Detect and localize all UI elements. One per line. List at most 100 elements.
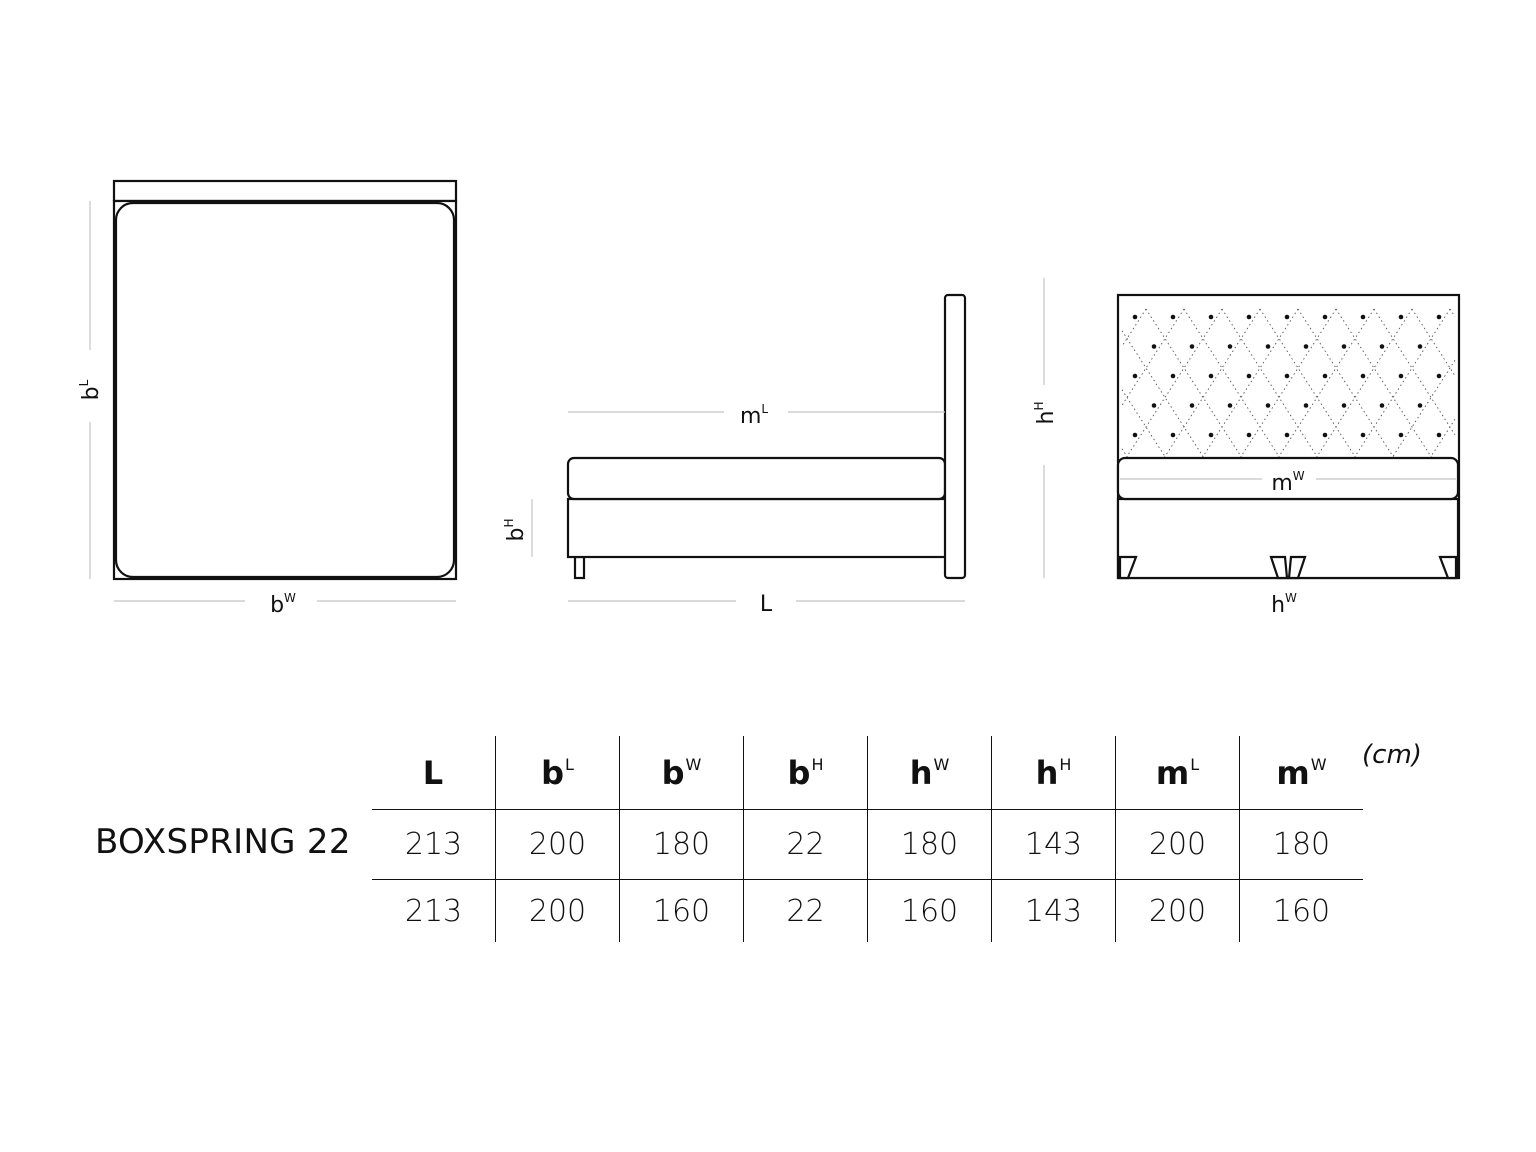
column-header-symbol: b <box>661 753 685 792</box>
tufting-button <box>1398 373 1404 379</box>
column-header: hW <box>867 736 992 810</box>
table-cell: 180 <box>619 809 744 880</box>
front-view-leg-center-left <box>1269 555 1289 580</box>
column-header-subscript: H <box>811 754 824 774</box>
column-header-symbol: m <box>1276 753 1310 792</box>
side-view-mattress <box>566 456 947 501</box>
tufting-button <box>1398 432 1404 438</box>
tufting-button <box>1246 373 1252 379</box>
tufting-button <box>1227 403 1233 408</box>
tufting-button <box>1151 403 1157 408</box>
table-cell: 143 <box>991 809 1116 880</box>
tufting-seam <box>1429 418 1456 459</box>
tufting-button <box>1189 344 1195 349</box>
table-cell: 213 <box>372 879 496 942</box>
table-cell: 22 <box>743 879 868 942</box>
column-header-subscript: L <box>564 754 574 774</box>
product-name: BOXSPRING 22 <box>95 822 351 862</box>
tufting-button <box>1170 432 1176 438</box>
column-header-subscript: W <box>1310 754 1327 774</box>
tufting-seam <box>1391 359 1456 459</box>
tufting-button <box>1398 314 1404 320</box>
side-view-leg <box>573 555 586 580</box>
table-cell: 200 <box>1115 809 1240 880</box>
tufting-button <box>1170 373 1176 379</box>
column-header-subscript: L <box>1190 754 1200 774</box>
tufting-button <box>1265 403 1271 408</box>
table-cell: 160 <box>1239 879 1363 942</box>
top-view-mattress <box>114 201 456 579</box>
tufting-seam <box>1121 389 1167 459</box>
tufting-button <box>1208 373 1214 379</box>
table-cell: 180 <box>867 809 992 880</box>
tufting-button <box>1265 344 1271 349</box>
column-header-symbol: L <box>422 753 444 792</box>
tufting-button <box>1303 344 1309 349</box>
tufting-button <box>1227 344 1233 349</box>
table-cell: 22 <box>743 809 868 880</box>
column-header: mL <box>1115 736 1240 810</box>
column-header-symbol: b <box>541 753 564 792</box>
tufting-button <box>1436 432 1442 438</box>
front-view-base <box>1116 497 1460 580</box>
front-view-headboard-width-label: hW <box>1271 591 1297 618</box>
tufting-button <box>1170 314 1176 320</box>
table-cell: 160 <box>867 879 992 942</box>
tufting-button <box>1303 403 1309 408</box>
table-cell: 143 <box>991 879 1116 942</box>
tufting-button <box>1151 344 1157 349</box>
column-header: bL <box>495 736 620 810</box>
table-cell: 160 <box>619 879 744 942</box>
tufting-button <box>1246 314 1252 320</box>
column-header: bW <box>619 736 744 810</box>
tufting-button <box>1322 432 1328 438</box>
tufting-button <box>1246 432 1252 438</box>
front-view-mattress-width-label: mW <box>1271 469 1304 496</box>
tufting-seam <box>1449 308 1456 318</box>
tufting-button <box>1284 373 1290 379</box>
column-header-symbol: h <box>909 753 933 792</box>
front-view: mW hH hW <box>1032 278 1461 618</box>
column-header: L <box>372 736 496 810</box>
tufting-button <box>1322 373 1328 379</box>
side-view-base <box>566 497 948 559</box>
tufting-button <box>1208 314 1214 320</box>
front-view-leg-left <box>1118 555 1138 580</box>
top-view-headboard <box>112 179 458 203</box>
tufting-button <box>1360 314 1366 320</box>
column-header: bH <box>743 736 868 810</box>
column-header-symbol: h <box>1035 753 1059 792</box>
tufting-button <box>1284 432 1290 438</box>
table-cell: 200 <box>1115 879 1240 942</box>
headboard-tufting <box>1121 308 1456 459</box>
front-view-leg-right <box>1438 555 1458 580</box>
table-cell: 213 <box>372 809 496 880</box>
column-header-subscript: W <box>933 754 950 774</box>
tufting-button <box>1360 373 1366 379</box>
side-view-mattress-length-label: mL <box>740 402 768 429</box>
tufting-button <box>1436 314 1442 320</box>
tufting-button <box>1341 344 1347 349</box>
table-cell: 180 <box>1239 809 1363 880</box>
tufting-button <box>1284 314 1290 320</box>
table-cell: 200 <box>495 809 620 880</box>
tufting-button <box>1132 373 1138 379</box>
front-view-leg-center-right <box>1287 555 1307 580</box>
top-view: bL bW <box>77 179 458 618</box>
tufting-button <box>1322 314 1328 320</box>
column-header-symbol: b <box>787 753 811 792</box>
tufting-button <box>1189 403 1195 408</box>
column-header-subscript: H <box>1059 754 1072 774</box>
table-cell: 200 <box>495 879 620 942</box>
side-view-headboard <box>943 293 967 580</box>
top-view-length-label: bL <box>77 379 104 400</box>
column-header: mW <box>1239 736 1363 810</box>
tufting-seam <box>1121 448 1129 459</box>
tufting-button <box>1132 314 1138 320</box>
tufting-button <box>1132 432 1138 438</box>
